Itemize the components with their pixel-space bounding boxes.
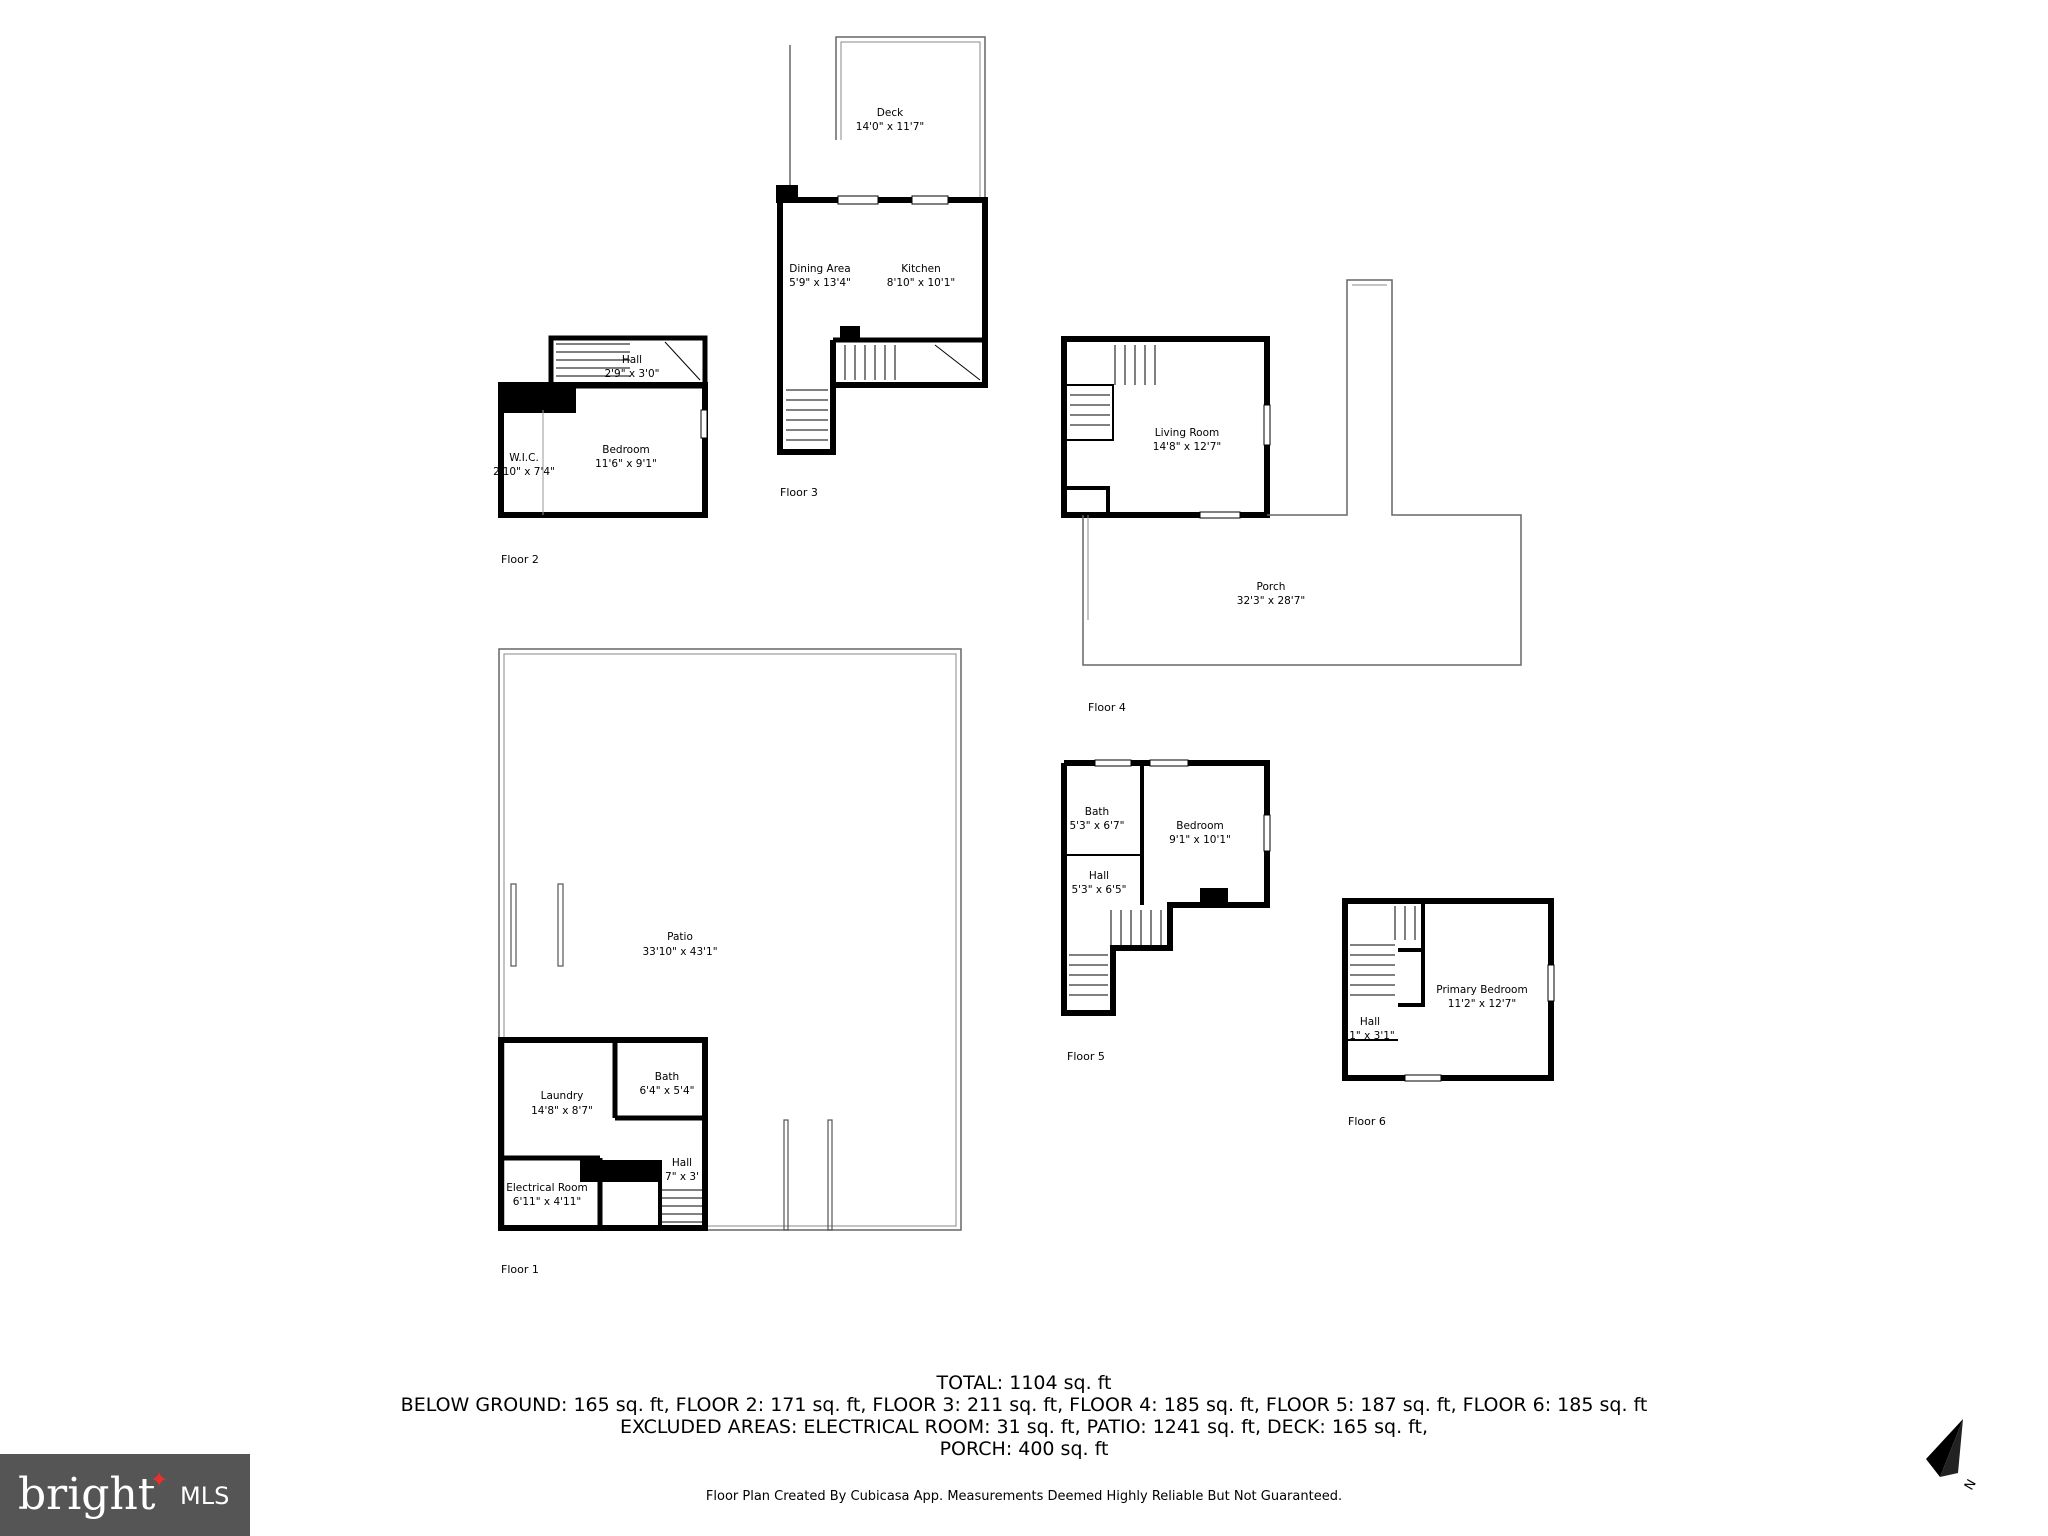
room-name-laundry: Laundry	[541, 1090, 584, 1102]
room-name-deck: Deck	[877, 107, 904, 119]
room-size-hall-f5: 5'3" x 6'5"	[1071, 884, 1126, 896]
room-name-living-room: Living Room	[1155, 427, 1219, 439]
room-size-hall-f6: 1" x 3'1"	[1349, 1030, 1394, 1042]
room-size-living-room: 14'8" x 12'7"	[1153, 441, 1221, 453]
floor-5-plan	[1061, 759, 1271, 1016]
floor-label-2: Floor 2	[501, 553, 539, 566]
room-name-bath-f5: Bath	[1085, 806, 1109, 818]
room-size-hall-f2: 2'9" x 3'0"	[604, 368, 659, 380]
room-size-patio: 33'10" x 43'1"	[642, 946, 717, 958]
room-name-bedroom-f5: Bedroom	[1176, 820, 1224, 832]
room-name-hall-f2: Hall	[622, 354, 642, 366]
floor-6-plan	[1342, 898, 1555, 1082]
floor-1-plan	[498, 648, 962, 1231]
room-size-electrical-room: 6'11" x 4'11"	[513, 1196, 581, 1208]
north-arrow-icon: N	[1926, 1419, 1980, 1493]
room-size-bath-f1: 6'4" x 5'4"	[639, 1085, 694, 1097]
floor-4-plan	[1061, 279, 1522, 666]
room-name-electrical-room: Electrical Room	[506, 1182, 588, 1194]
room-size-primary-bedroom: 11'2" x 12'7"	[1448, 998, 1516, 1010]
room-name-wic: W.I.C.	[509, 452, 539, 464]
summary-porch: PORCH: 400 sq. ft	[939, 1438, 1109, 1460]
room-size-hall-f1: 7" x 3'	[665, 1171, 699, 1183]
room-size-deck: 14'0" x 11'7"	[856, 121, 924, 133]
room-name-hall-f5: Hall	[1089, 870, 1109, 882]
room-name-hall-f6: Hall	[1360, 1016, 1380, 1028]
room-name-bath-f1: Bath	[655, 1071, 679, 1083]
floor-3-plan	[776, 36, 988, 455]
disclaimer-text: Floor Plan Created By Cubicasa App. Meas…	[705, 1489, 1343, 1504]
summary-excluded-areas: EXCLUDED AREAS: ELECTRICAL ROOM: 31 sq. …	[619, 1416, 1429, 1438]
room-name-patio: Patio	[667, 931, 693, 943]
summary-total: TOTAL: 1104 sq. ft	[936, 1372, 1112, 1394]
room-size-kitchen: 8'10" x 10'1"	[887, 277, 955, 289]
floor-label-3: Floor 3	[780, 486, 818, 499]
logo-spark-icon: ✦	[150, 1468, 169, 1493]
room-size-laundry: 14'8" x 8'7"	[531, 1105, 593, 1117]
summary-floor-areas: BELOW GROUND: 165 sq. ft, FLOOR 2: 171 s…	[400, 1394, 1648, 1416]
logo-brand-text: bright	[18, 1469, 156, 1520]
room-size-porch: 32'3" x 28'7"	[1237, 595, 1305, 607]
north-letter: N	[1962, 1477, 1980, 1493]
room-name-primary-bedroom: Primary Bedroom	[1436, 984, 1527, 996]
room-name-dining-area: Dining Area	[789, 263, 850, 275]
floor-label-1: Floor 1	[501, 1263, 539, 1276]
room-size-bedroom-f5: 9'1" x 10'1"	[1169, 834, 1231, 846]
floor-label-5: Floor 5	[1067, 1050, 1105, 1063]
room-size-bath-f5: 5'3" x 6'7"	[1069, 820, 1124, 832]
floor-label-6: Floor 6	[1348, 1115, 1386, 1128]
floor-2-plan	[498, 335, 708, 518]
bright-mls-logo: bright ✦ MLS	[0, 1454, 250, 1536]
room-name-kitchen: Kitchen	[901, 263, 940, 275]
room-name-porch: Porch	[1257, 581, 1286, 593]
room-size-wic: 2'10" x 7'4"	[493, 466, 555, 478]
logo-suffix-text: MLS	[180, 1482, 230, 1510]
room-name-bedroom-f2: Bedroom	[602, 444, 650, 456]
room-size-bedroom-f2: 11'6" x 9'1"	[595, 458, 657, 470]
room-size-dining-area: 5'9" x 13'4"	[789, 277, 851, 289]
floor-label-4: Floor 4	[1088, 701, 1126, 714]
room-name-hall-f1: Hall	[672, 1157, 692, 1169]
